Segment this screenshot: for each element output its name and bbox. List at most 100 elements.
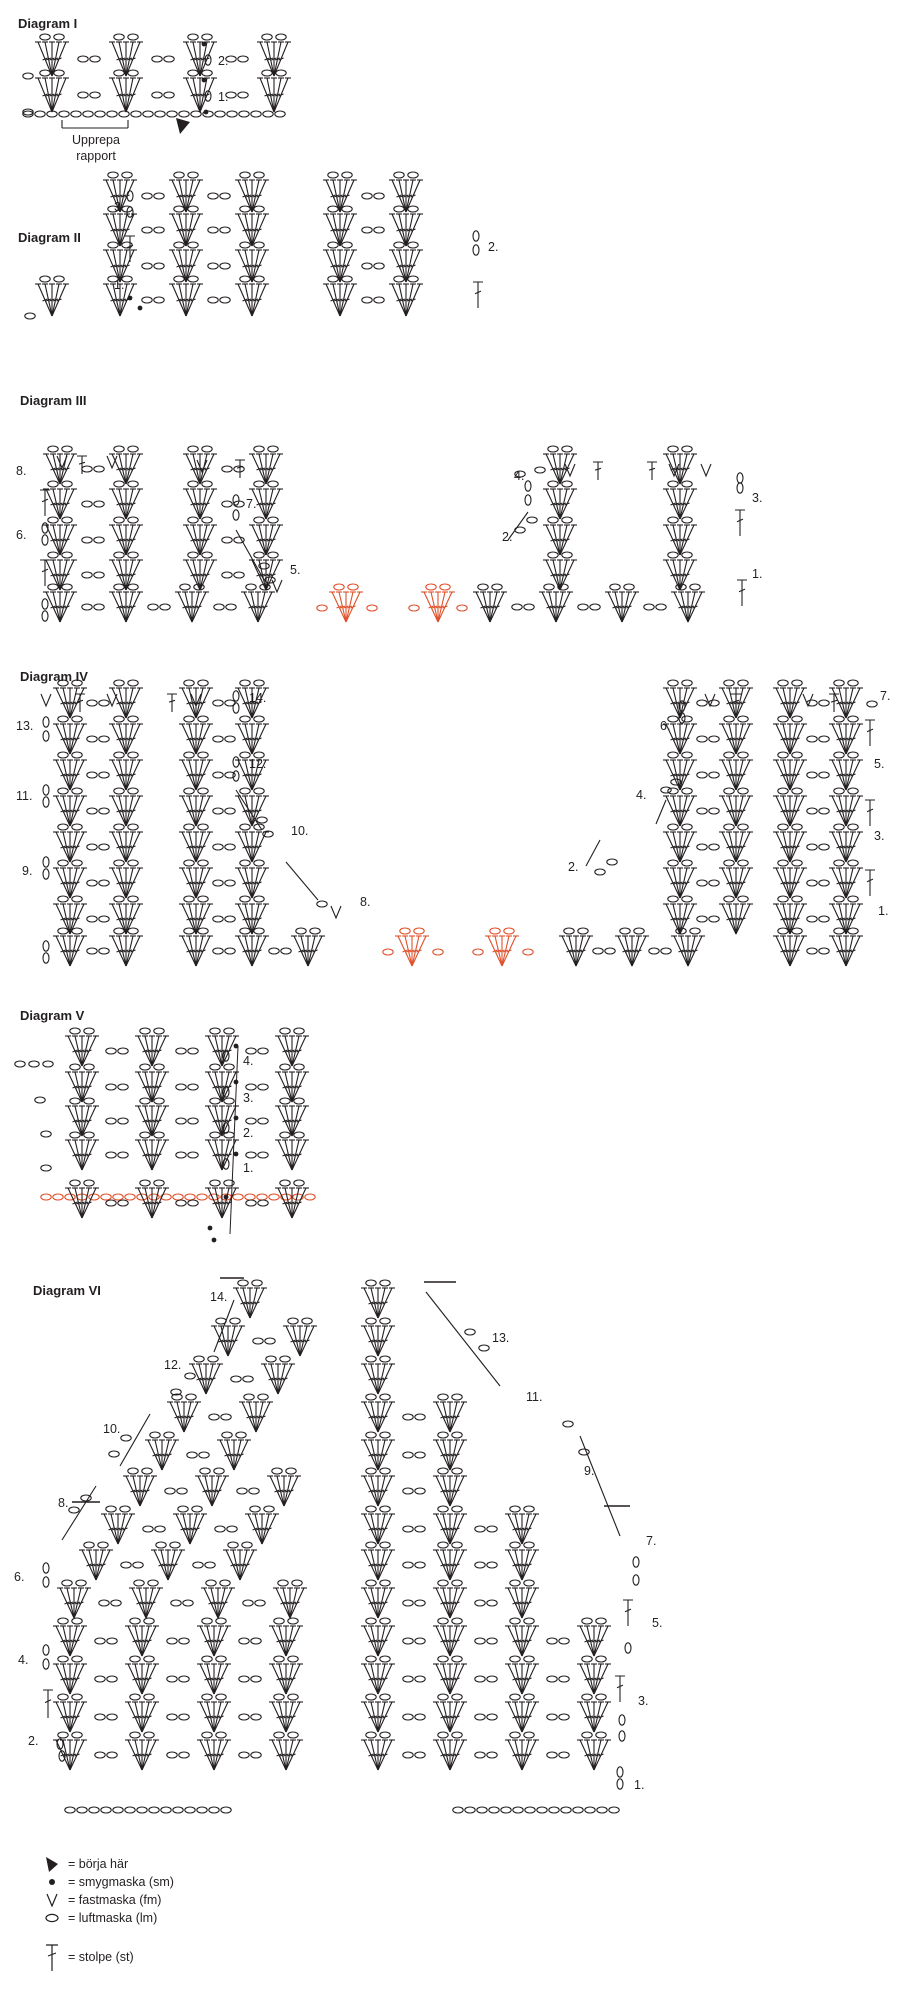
fan-stitch-bar: [584, 1715, 590, 1719]
fan-stitch-bar: [843, 701, 849, 705]
d4-row-label-6: 6.: [660, 719, 671, 733]
fan-stitch-bar: [119, 881, 126, 885]
fan-stitch-bar: [515, 1527, 522, 1531]
fan-stitch-bar: [193, 57, 200, 61]
chain-stitch: [239, 715, 251, 723]
chain-stitch: [57, 1731, 69, 1739]
chain-stitch: [42, 730, 50, 742]
fan-stitch-bar: [130, 881, 136, 885]
d6-row-label-3: 3.: [638, 1694, 649, 1708]
fan-stitch-bar: [512, 1715, 518, 1719]
fan-stitch-bar: [56, 93, 62, 97]
fan-stitch-bar: [790, 881, 797, 885]
chain-stitch: [192, 1561, 204, 1569]
fan-stitch-bar: [130, 809, 136, 813]
fan-stitch-bar: [208, 1601, 214, 1605]
chain-stitch: [127, 445, 139, 453]
chain-stitch: [791, 823, 803, 831]
fan-stitch-bar: [221, 1339, 228, 1343]
chain-stitch: [57, 895, 69, 903]
fan-stitch-bar: [146, 1677, 152, 1681]
chain-stitch: [22, 72, 34, 80]
fan-stitch-bar: [168, 1563, 175, 1567]
fan-stitch-bar: [519, 1639, 525, 1643]
chain-stitch: [407, 275, 419, 283]
fan-stitch-bar: [119, 538, 126, 542]
chain-stitch: [379, 1467, 391, 1475]
chain-stitch: [132, 1561, 144, 1569]
fan-stitch-bar: [200, 773, 206, 777]
connector-line: [119, 1413, 151, 1467]
chain-stitch: [589, 603, 601, 611]
fan-stitch-bar: [119, 467, 126, 471]
fan-stitch-bar: [60, 809, 66, 813]
fan-stitch-bar: [190, 1527, 197, 1531]
fan-stitch-bar: [116, 917, 122, 921]
fan-stitch-bar: [629, 949, 635, 953]
chain-stitch: [577, 927, 589, 935]
single-crochet: [190, 693, 202, 708]
chain-stitch: [42, 856, 50, 868]
chain-stitch: [522, 948, 534, 956]
chain-stitch: [105, 1047, 117, 1055]
chain-stitch: [42, 1576, 50, 1588]
chain-stitch: [509, 1541, 521, 1549]
fan-stitch-bar: [673, 538, 680, 542]
chain-stitch: [558, 1751, 570, 1759]
fan-stitch-bar: [378, 1639, 385, 1643]
chain-stitch: [595, 1693, 607, 1701]
chain-stitch: [678, 700, 686, 712]
d4-row-label-7: 7.: [880, 689, 891, 703]
chain-stitch: [509, 1579, 521, 1587]
chain-stitch: [47, 583, 59, 591]
chain-stitch: [437, 1431, 449, 1439]
fan-stitch-bar: [190, 228, 196, 232]
fan-stitch-bar: [371, 1377, 378, 1381]
chain-stitch: [274, 110, 286, 118]
fan-stitch-bar: [443, 1639, 450, 1643]
chain-stitch: [153, 1063, 165, 1071]
chain-stitch: [619, 927, 631, 935]
fan-stitch-bar: [263, 538, 269, 542]
fan-stitch-bar: [843, 949, 849, 953]
fan-stitch-bar: [443, 1527, 450, 1531]
fan-stitch-bar: [123, 573, 129, 577]
fan-stitch-bar: [266, 502, 273, 506]
fan-stitch-bar: [522, 1527, 529, 1531]
fan-stitch-bar: [60, 737, 66, 741]
fan-stitch-bar: [300, 1339, 307, 1343]
chain-stitch: [139, 1063, 151, 1071]
chain-stitch: [175, 1151, 187, 1159]
chain-stitch: [153, 1027, 165, 1035]
fan-stitch-bar: [403, 298, 409, 302]
chain-stitch: [183, 751, 195, 759]
fan-stitch-bar: [330, 298, 336, 302]
chain-stitch: [245, 1083, 257, 1091]
chain-stitch: [818, 947, 830, 955]
fan-stitch-bar: [142, 1085, 148, 1089]
fan-stitch-bar: [63, 1715, 70, 1719]
fan-stitch-bar: [215, 1201, 222, 1205]
fan-stitch-bar: [557, 467, 563, 471]
chain-stitch: [578, 1448, 590, 1456]
chain-stitch: [64, 1193, 76, 1201]
chain-stitch: [127, 823, 139, 831]
fan-stitch-bar: [515, 1715, 522, 1719]
legend-slip-stitch: = smygmaska (sm): [38, 1873, 174, 1891]
chain-stitch: [127, 859, 139, 867]
chain-stitch: [187, 1199, 199, 1207]
fan-stitch-bar: [256, 737, 262, 741]
fan-stitch-bar: [428, 605, 434, 609]
chain-stitch: [113, 69, 125, 77]
chain-stitch: [187, 480, 199, 488]
fan-stitch-bar: [677, 502, 683, 506]
fan-stitch-bar: [145, 1049, 152, 1053]
fan-stitch-bar: [70, 1715, 77, 1719]
fan-stitch-bar: [256, 773, 262, 777]
chain-stitch: [557, 583, 569, 591]
fan-stitch-bar: [670, 917, 676, 921]
chain-stitch: [178, 110, 190, 118]
fan-stitch-bar: [142, 1677, 149, 1681]
fan-stitch-bar: [74, 881, 80, 885]
fan-stitch-bar: [130, 502, 136, 506]
